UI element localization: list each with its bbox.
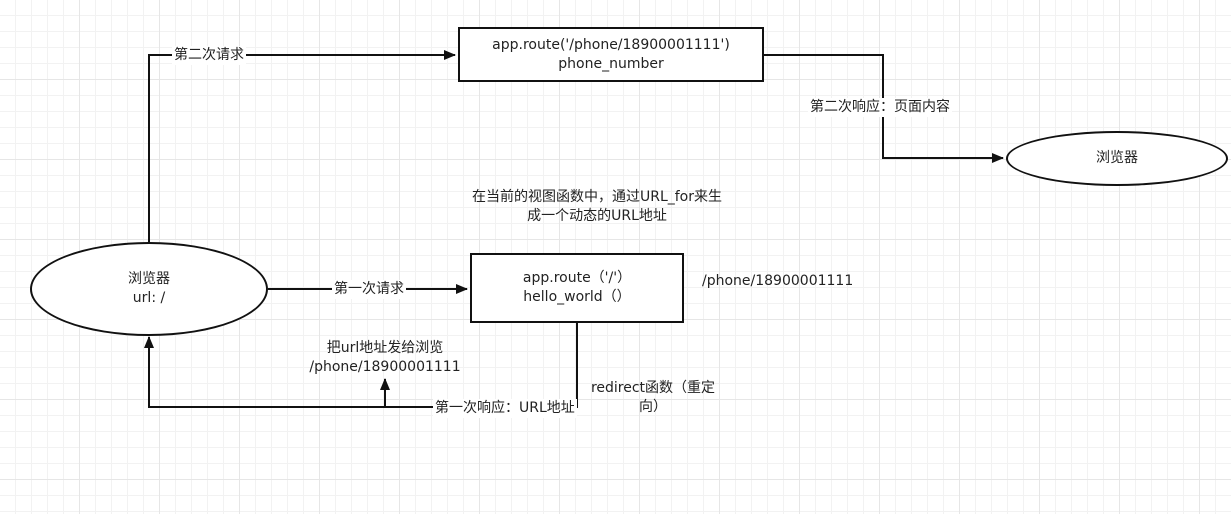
url-for-note-line1: 在当前的视图函数中，通过URL_for来生 <box>471 189 723 205</box>
url-for-note: 在当前的视图函数中，通过URL_for来生 成一个动态的URL地址 <box>455 188 739 226</box>
route-phone-box: app.route('/phone/18900001111') phone_nu… <box>458 27 764 82</box>
first-response-label: 第一次响应：URL地址 <box>433 399 577 418</box>
route-root-decorator: app.route（'/'） <box>522 270 632 286</box>
route-phone-function: phone_number <box>558 55 664 72</box>
phone-path-note: /phone/18900001111 <box>702 273 854 289</box>
redirect-line2: 向） <box>639 399 667 415</box>
second-request-arrow <box>148 50 456 243</box>
route-root-box: app.route（'/'） hello_world（） <box>470 253 684 323</box>
send-url-line1: 把url地址发给浏览 <box>326 340 444 356</box>
browser-right-label: 浏览器 <box>1096 150 1138 166</box>
browser-left-node: 浏览器 url: / <box>30 242 268 336</box>
send-url-line2: /phone/18900001111 <box>309 359 461 375</box>
second-response-label: 第二次响应：页面内容 <box>808 98 952 117</box>
first-response-arrow <box>144 323 578 408</box>
browser-right-node: 浏览器 <box>1006 131 1228 186</box>
browser-left-label: 浏览器 <box>128 271 170 287</box>
route-root-function: hello_world（） <box>523 289 631 305</box>
route-phone-decorator: app.route('/phone/18900001111') <box>492 36 730 53</box>
first-request-label: 第一次请求 <box>332 280 406 299</box>
browser-left-url: url: / <box>132 290 166 306</box>
second-request-label: 第二次请求 <box>172 46 246 65</box>
url-for-note-line2: 成一个动态的URL地址 <box>527 208 667 224</box>
send-url-note: 把url地址发给浏览 /phone/18900001111 <box>300 339 470 377</box>
redirect-note: redirect函数（重定 向） <box>583 379 723 417</box>
redirect-line1: redirect函数（重定 <box>590 380 716 396</box>
